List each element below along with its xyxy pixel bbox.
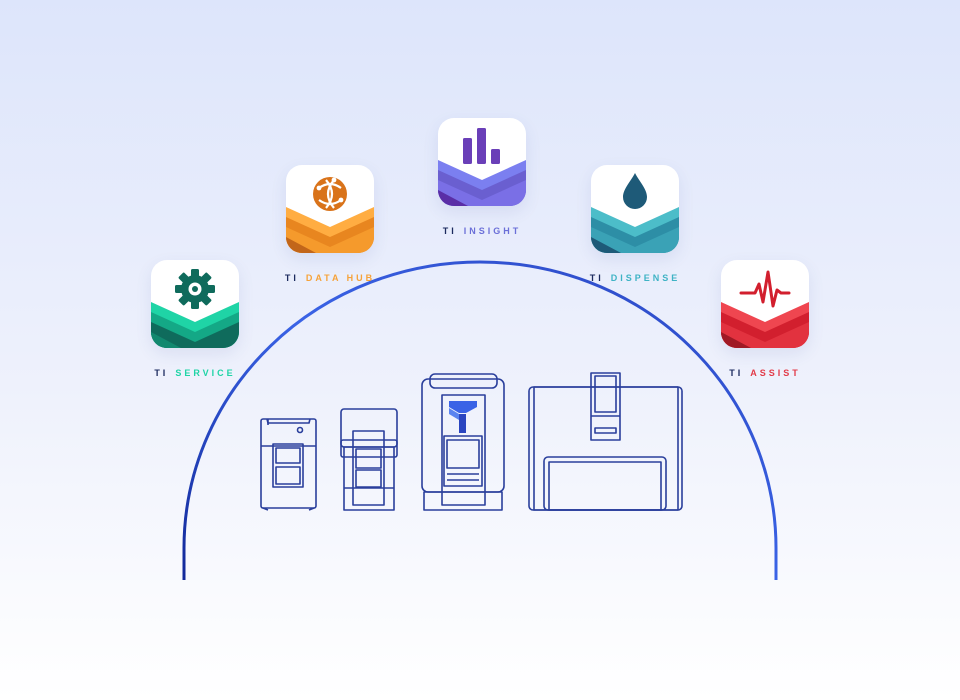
app-ti-insight[interactable]: TI INSIGHT: [402, 118, 562, 236]
device-main-unit: [421, 373, 505, 511]
bar-chart-icon: [463, 128, 500, 164]
ti-service-tile[interactable]: [151, 260, 239, 348]
ti-data-hub-tile[interactable]: [286, 165, 374, 253]
app-ti-data-hub[interactable]: TI DATA HUB: [250, 165, 410, 283]
label-prefix: TI: [589, 273, 604, 283]
app-ti-assist[interactable]: TI ASSIST: [685, 260, 845, 378]
label-prefix: TI: [284, 273, 299, 283]
ti-assist-tile[interactable]: [721, 260, 809, 348]
device-tower-cabinet: [340, 408, 398, 511]
ti-logo-icon: [449, 401, 477, 433]
ti-service-label: TI SERVICE: [115, 368, 275, 378]
ti-insight-tile[interactable]: [438, 118, 526, 206]
label-name: SERVICE: [175, 368, 236, 378]
app-ti-service[interactable]: TI SERVICE: [115, 260, 275, 378]
label-prefix: TI: [729, 368, 744, 378]
ti-assist-label: TI ASSIST: [685, 368, 845, 378]
heartbeat-icon: [739, 270, 791, 308]
ti-dispense-label: TI DISPENSE: [555, 273, 715, 283]
label-name: DATA HUB: [305, 273, 376, 283]
device-small-cabinet: [260, 418, 317, 511]
ti-insight-label: TI INSIGHT: [402, 226, 562, 236]
ti-dispense-tile[interactable]: [591, 165, 679, 253]
app-ti-dispense[interactable]: TI DISPENSE: [555, 165, 715, 283]
label-name: INSIGHT: [463, 226, 522, 236]
ti-data-hub-label: TI DATA HUB: [250, 273, 410, 283]
label-name: DISPENSE: [610, 273, 681, 283]
label-prefix: TI: [154, 368, 169, 378]
label-name: ASSIST: [750, 368, 801, 378]
device-wide-console: [528, 372, 683, 511]
label-prefix: TI: [442, 226, 457, 236]
globe-icon: [313, 177, 347, 211]
droplet-icon: [623, 173, 647, 209]
gear-icon: [175, 269, 215, 309]
